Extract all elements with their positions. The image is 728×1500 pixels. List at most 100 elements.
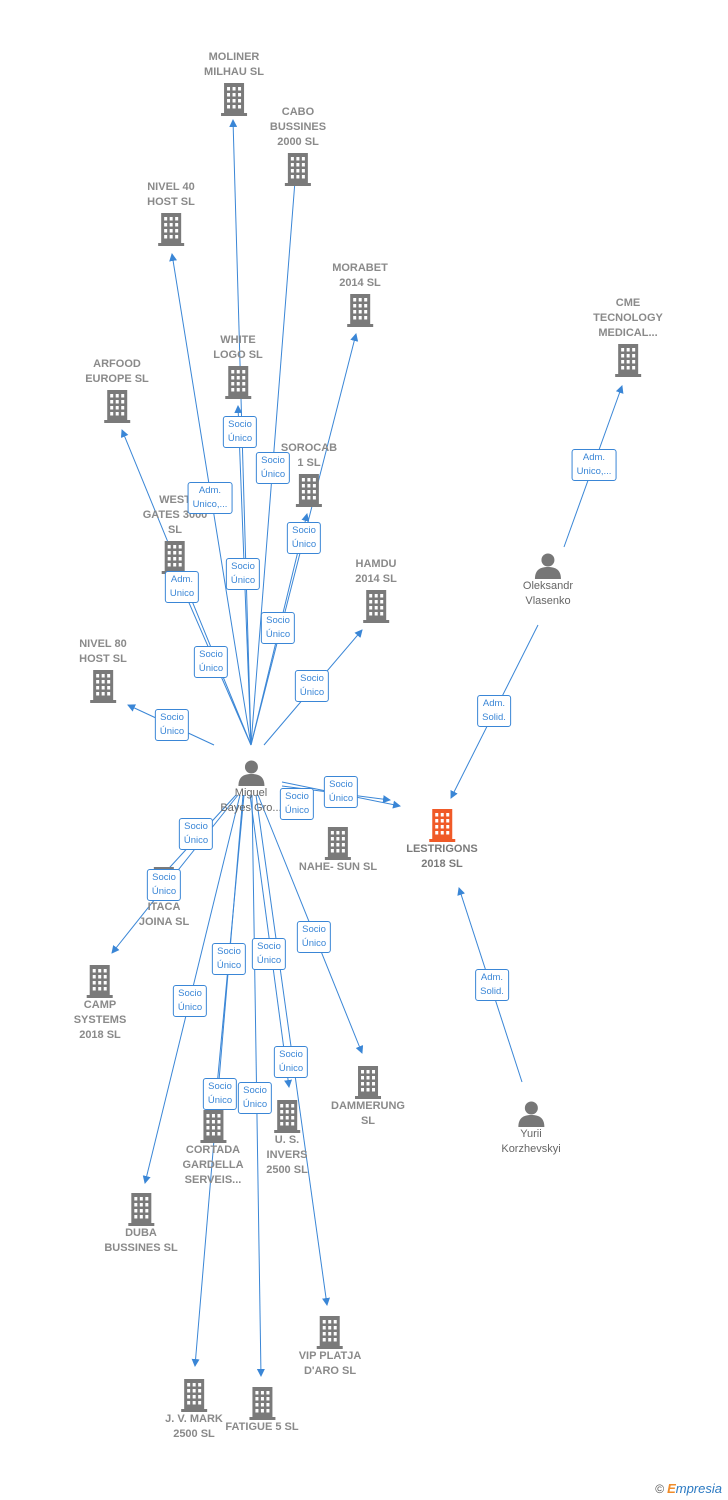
building-icon xyxy=(331,1065,405,1099)
building-icon xyxy=(355,589,397,623)
empresia-logo-text: mpresia xyxy=(675,1481,722,1496)
person-node-yurii[interactable]: Yurii Korzhevskyi xyxy=(501,1097,561,1157)
edge-role-label: Socio Único xyxy=(202,1078,238,1110)
edge-role-label: Socio Único xyxy=(260,612,296,644)
company-node-cortada[interactable]: CORTADA GARDELLA SERVEIS... xyxy=(182,1107,244,1188)
building-icon xyxy=(299,826,377,860)
node-label: NIVEL 80 HOST SL xyxy=(79,638,127,665)
edge-role-label: Socio Único xyxy=(146,869,182,901)
node-label: WEST GATES 3000 SL xyxy=(142,494,208,536)
company-node-vip[interactable]: VIP PLATJA D'ARO SL xyxy=(298,1313,362,1379)
node-label: HAMDU 2014 SL xyxy=(355,558,397,585)
person-node-miguel[interactable]: Miguel Bayes Gro... xyxy=(220,756,282,816)
edge-role-label: Socio Único xyxy=(237,1082,273,1114)
edge-role-label: Adm. Solid. xyxy=(475,969,509,1001)
building-icon xyxy=(182,1109,243,1143)
company-node-lestrigons[interactable]: LESTRIGONS 2018 SL xyxy=(406,806,478,872)
edge-role-label: Socio Único xyxy=(193,646,229,678)
edge-role-label: Socio Único xyxy=(222,416,258,448)
edge-role-label: Adm. Unico,... xyxy=(571,449,617,481)
company-node-jv[interactable]: J. V. MARK 2500 SL xyxy=(165,1376,223,1442)
company-node-nahe[interactable]: NAHE- SUN SL xyxy=(299,824,377,875)
node-label: MORABET 2014 SL xyxy=(332,262,388,289)
building-icon xyxy=(165,1378,223,1412)
edge-role-label: Socio Único xyxy=(273,1046,309,1078)
building-icon xyxy=(270,152,326,186)
company-node-duba[interactable]: DUBA BUSSINES SL xyxy=(104,1190,178,1256)
building-icon xyxy=(74,964,127,998)
node-label: ITACA JOINA SL xyxy=(138,901,190,928)
empresia-credit[interactable]: ©Empresia xyxy=(655,1481,722,1496)
person-icon xyxy=(220,758,281,786)
node-label: Yurii Korzhevskyi xyxy=(501,1128,561,1155)
building-icon xyxy=(143,540,208,574)
building-icon xyxy=(85,389,149,423)
node-label: CORTADA GARDELLA SERVEIS... xyxy=(182,1144,244,1186)
company-node-nivel40[interactable]: NIVEL 40 HOST SL xyxy=(147,180,195,246)
node-label: LESTRIGONS 2018 SL xyxy=(406,843,478,870)
node-label: VIP PLATJA D'ARO SL xyxy=(298,1350,362,1377)
building-icon xyxy=(79,669,127,703)
edge-role-label: Socio Único xyxy=(296,921,332,953)
node-label: FATIGUE 5 SL xyxy=(225,1421,299,1433)
edge-role-label: Socio Único xyxy=(225,558,261,590)
building-icon xyxy=(406,808,478,842)
edge-role-label: Socio Único xyxy=(294,670,330,702)
node-label: CAMP SYSTEMS 2018 SL xyxy=(73,999,127,1041)
node-label: SOROCAB 1 SL xyxy=(280,442,338,469)
company-node-cabo[interactable]: CABO BUSSINES 2000 SL xyxy=(270,105,326,186)
person-icon xyxy=(501,1099,560,1127)
node-label: DAMMERUNG SL xyxy=(331,1100,405,1127)
company-node-sorocab[interactable]: SOROCAB 1 SL xyxy=(281,441,337,507)
company-node-fatigue[interactable]: FATIGUE 5 SL xyxy=(225,1384,299,1435)
node-label: CME TECNOLOGY MEDICAL... xyxy=(593,297,663,339)
company-node-hamdu[interactable]: HAMDU 2014 SL xyxy=(355,557,397,623)
person-icon xyxy=(523,551,573,579)
node-label: DUBA BUSSINES SL xyxy=(104,1227,178,1254)
node-label: U. S. INVERS 2500 SL xyxy=(266,1134,308,1176)
node-label: J. V. MARK 2500 SL xyxy=(165,1413,223,1440)
person-node-oleksandr[interactable]: Oleksandr Vlasenko xyxy=(523,549,573,609)
building-icon xyxy=(204,82,264,116)
company-node-morabet[interactable]: MORABET 2014 SL xyxy=(332,261,388,327)
edge-role-label: Adm. Unico,... xyxy=(187,482,233,514)
node-label: ARFOOD EUROPE SL xyxy=(85,358,149,385)
company-node-white[interactable]: WHITE LOGO SL xyxy=(213,333,263,399)
company-node-camp[interactable]: CAMP SYSTEMS 2018 SL xyxy=(73,962,127,1043)
edge-role-label: Adm. Solid. xyxy=(477,695,511,727)
building-icon xyxy=(104,1192,177,1226)
node-label: NAHE- SUN SL xyxy=(298,861,378,873)
copyright-icon: © xyxy=(655,1482,665,1496)
company-node-arfood[interactable]: ARFOOD EUROPE SL xyxy=(85,357,149,423)
edge-role-label: Socio Único xyxy=(211,943,247,975)
edge-role-label: Socio Único xyxy=(251,938,287,970)
company-node-nivel80[interactable]: NIVEL 80 HOST SL xyxy=(79,637,127,703)
node-label: Oleksandr Vlasenko xyxy=(522,580,574,607)
node-label: CABO BUSSINES 2000 SL xyxy=(269,106,327,148)
company-node-us[interactable]: U. S. INVERS 2500 SL xyxy=(266,1097,308,1178)
building-icon xyxy=(299,1315,362,1349)
edge-role-label: Socio Único xyxy=(255,452,291,484)
company-node-cme[interactable]: CME TECNOLOGY MEDICAL... xyxy=(593,296,663,377)
empresia-logo-letter: E xyxy=(667,1481,676,1496)
edge-role-label: Socio Único xyxy=(154,709,190,741)
company-node-moliner[interactable]: MOLINER MILHAU SL xyxy=(204,50,264,116)
building-icon xyxy=(266,1099,308,1133)
building-icon xyxy=(281,473,337,507)
node-label: Miguel Bayes Gro... xyxy=(220,787,282,814)
company-node-dammerung[interactable]: DAMMERUNG SL xyxy=(331,1063,405,1129)
node-label: WHITE LOGO SL xyxy=(213,334,263,361)
edge-role-label: Socio Único xyxy=(286,522,322,554)
node-label: MOLINER MILHAU SL xyxy=(204,51,264,78)
edge-role-label: Adm. Unico xyxy=(164,571,200,603)
building-icon xyxy=(225,1386,298,1420)
edge-role-label: Socio Único xyxy=(172,985,208,1017)
building-icon xyxy=(332,293,388,327)
building-icon xyxy=(213,365,263,399)
edge-role-label: Socio Único xyxy=(323,776,359,808)
building-icon xyxy=(147,212,195,246)
edge-role-label: Socio Único xyxy=(178,818,214,850)
building-icon xyxy=(593,343,663,377)
node-label: NIVEL 40 HOST SL xyxy=(147,181,195,208)
